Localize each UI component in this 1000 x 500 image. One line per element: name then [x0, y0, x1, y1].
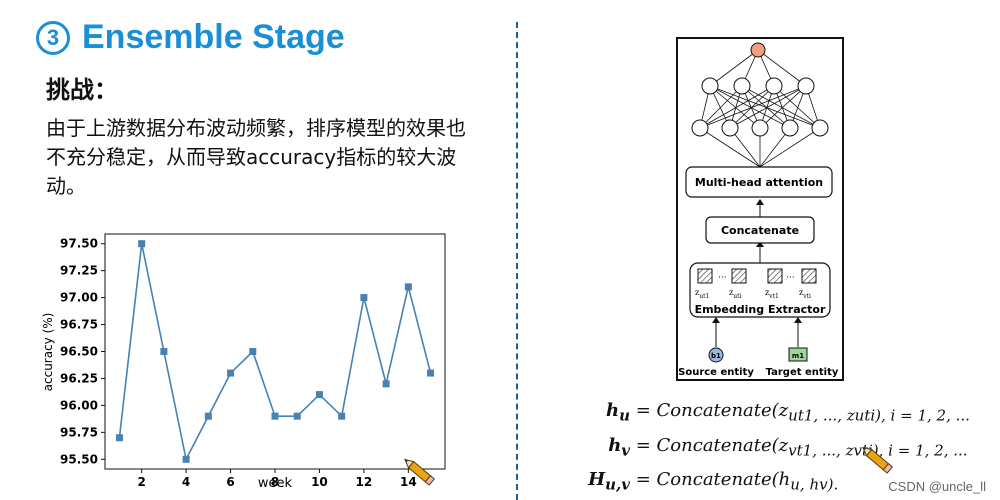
x-tick-label: 8: [271, 475, 279, 489]
y-tick-label: 97.00: [60, 291, 98, 305]
output-node: [750, 42, 766, 58]
source-entity-label: Source entity: [678, 367, 754, 378]
x-tick-label: 14: [400, 475, 417, 489]
nn-edge: [741, 85, 791, 129]
nn-edge: [757, 49, 807, 87]
embedding-square-2: [731, 268, 747, 284]
formula-row-Huv: Hu,v = Concatenate(hu, hv).: [588, 469, 839, 494]
data-point-marker: [315, 391, 323, 399]
nn-edge: [709, 49, 759, 87]
multi-head-attention-label: Multi-head attention: [695, 176, 823, 189]
nn-edge: [729, 85, 807, 129]
data-point-marker: [427, 369, 435, 377]
hidden-node: [765, 77, 783, 95]
watermark: CSDN @uncle_ll: [888, 479, 986, 494]
accuracy-line-chart: 95.50 95.75 96.00 96.25 96.50 96.75 97.00 97.25…: [41, 233, 446, 491]
z-label-1: zut1: [695, 288, 709, 300]
embedding-square-3: [767, 268, 783, 284]
target-node: [788, 347, 808, 362]
x-tick-label: 10: [311, 475, 328, 489]
data-point-marker: [249, 348, 257, 355]
data-point-marker: [204, 412, 212, 420]
x-tick-label: 6: [226, 475, 234, 489]
formula-row-hu: hu = Concatenate(zut1, ..., zuti), i = 1…: [606, 400, 970, 425]
slide-title: 3 Ensemble Stage: [36, 18, 345, 57]
nn-edge: [709, 85, 821, 129]
nn-edge: [759, 85, 807, 129]
dots-1: ···: [718, 273, 727, 283]
dashed-divider: [516, 22, 518, 500]
hidden-node: [811, 119, 829, 137]
number-circle-icon: 3: [36, 20, 70, 55]
y-tick-label: 96.75: [60, 318, 98, 332]
data-point-marker: [160, 348, 168, 355]
z-label-4: zvti: [799, 288, 811, 300]
hidden-node: [733, 77, 751, 95]
y-tick-label: 96.00: [60, 398, 98, 412]
y-tick-label: 97.50: [60, 237, 98, 251]
data-point-marker: [227, 369, 235, 377]
challenge-heading: 挑战：: [46, 76, 118, 104]
y-tick-label: 95.50: [60, 452, 98, 466]
formula-row-hv: hv = Concatenate(zvt1, ..., zvti), i = 1…: [608, 434, 968, 460]
y-tick-label: 96.50: [60, 345, 98, 359]
data-point-marker: [382, 380, 390, 388]
model-diagram: Multi-head attention Concatenate ··· ···…: [676, 37, 844, 381]
target-entity-label: Target entity: [766, 367, 839, 378]
hidden-node: [781, 119, 799, 137]
embedding-square-4: [801, 268, 817, 284]
x-tick-label: 12: [356, 475, 373, 489]
data-point-marker: [404, 283, 412, 291]
x-tick-label: 2: [137, 475, 145, 489]
nn-edge: [699, 85, 775, 129]
hidden-node: [691, 119, 709, 137]
hidden-node: [701, 77, 719, 95]
embedding-extractor-block: [689, 262, 831, 318]
z-label-2: zuti: [729, 288, 741, 300]
title-text: Ensemble Stage: [82, 18, 345, 56]
nn-edge: [699, 85, 807, 129]
data-point-marker: [293, 412, 301, 420]
source-node: [708, 347, 724, 363]
data-point-marker: [138, 240, 146, 248]
data-point-marker: [115, 434, 123, 442]
z-label-3: zvt1: [765, 288, 779, 300]
nn-edge: [741, 85, 821, 129]
nn-edge: [709, 85, 791, 129]
dots-2: ···: [786, 273, 795, 283]
nn-edge: [773, 85, 821, 129]
nn-edge: [709, 85, 761, 129]
formula-block: hu = Concatenate(zut1, ..., zuti), i = 1…: [572, 396, 970, 500]
hidden-node: [721, 119, 739, 137]
pencil-icon[interactable]: [404, 458, 438, 488]
concatenate-block: [705, 216, 815, 244]
target-node-label: m1: [792, 352, 804, 360]
embedding-extractor-label: Embedding Extractor: [695, 303, 826, 316]
nn-edge: [699, 85, 743, 129]
data-point-marker: [338, 412, 346, 420]
source-node-label: b1: [711, 352, 721, 360]
hidden-node: [751, 119, 769, 137]
data-point-marker: [271, 412, 279, 420]
nn-edge: [699, 127, 761, 168]
x-axis-label: week: [258, 476, 293, 491]
y-tick-label: 96.25: [60, 371, 98, 385]
nn-edge: [759, 127, 821, 168]
pencil-icon[interactable]: [862, 446, 896, 476]
x-tick-label: 4: [182, 475, 190, 489]
concatenate-label: Concatenate: [721, 224, 799, 237]
data-point-marker: [360, 294, 368, 302]
challenge-text: 由于上游数据分布波动频繁，排序模型的效果也不充分稳定，从而导致accuracy指…: [46, 116, 466, 198]
hidden-node: [797, 77, 815, 95]
y-axis-label: accuracy (%): [41, 313, 55, 392]
multi-head-attention-block: [685, 166, 833, 198]
embedding-square-1: [697, 268, 713, 284]
y-tick-label: 95.75: [60, 425, 98, 439]
data-point-marker: [182, 455, 190, 463]
y-tick-label: 97.25: [60, 264, 98, 278]
